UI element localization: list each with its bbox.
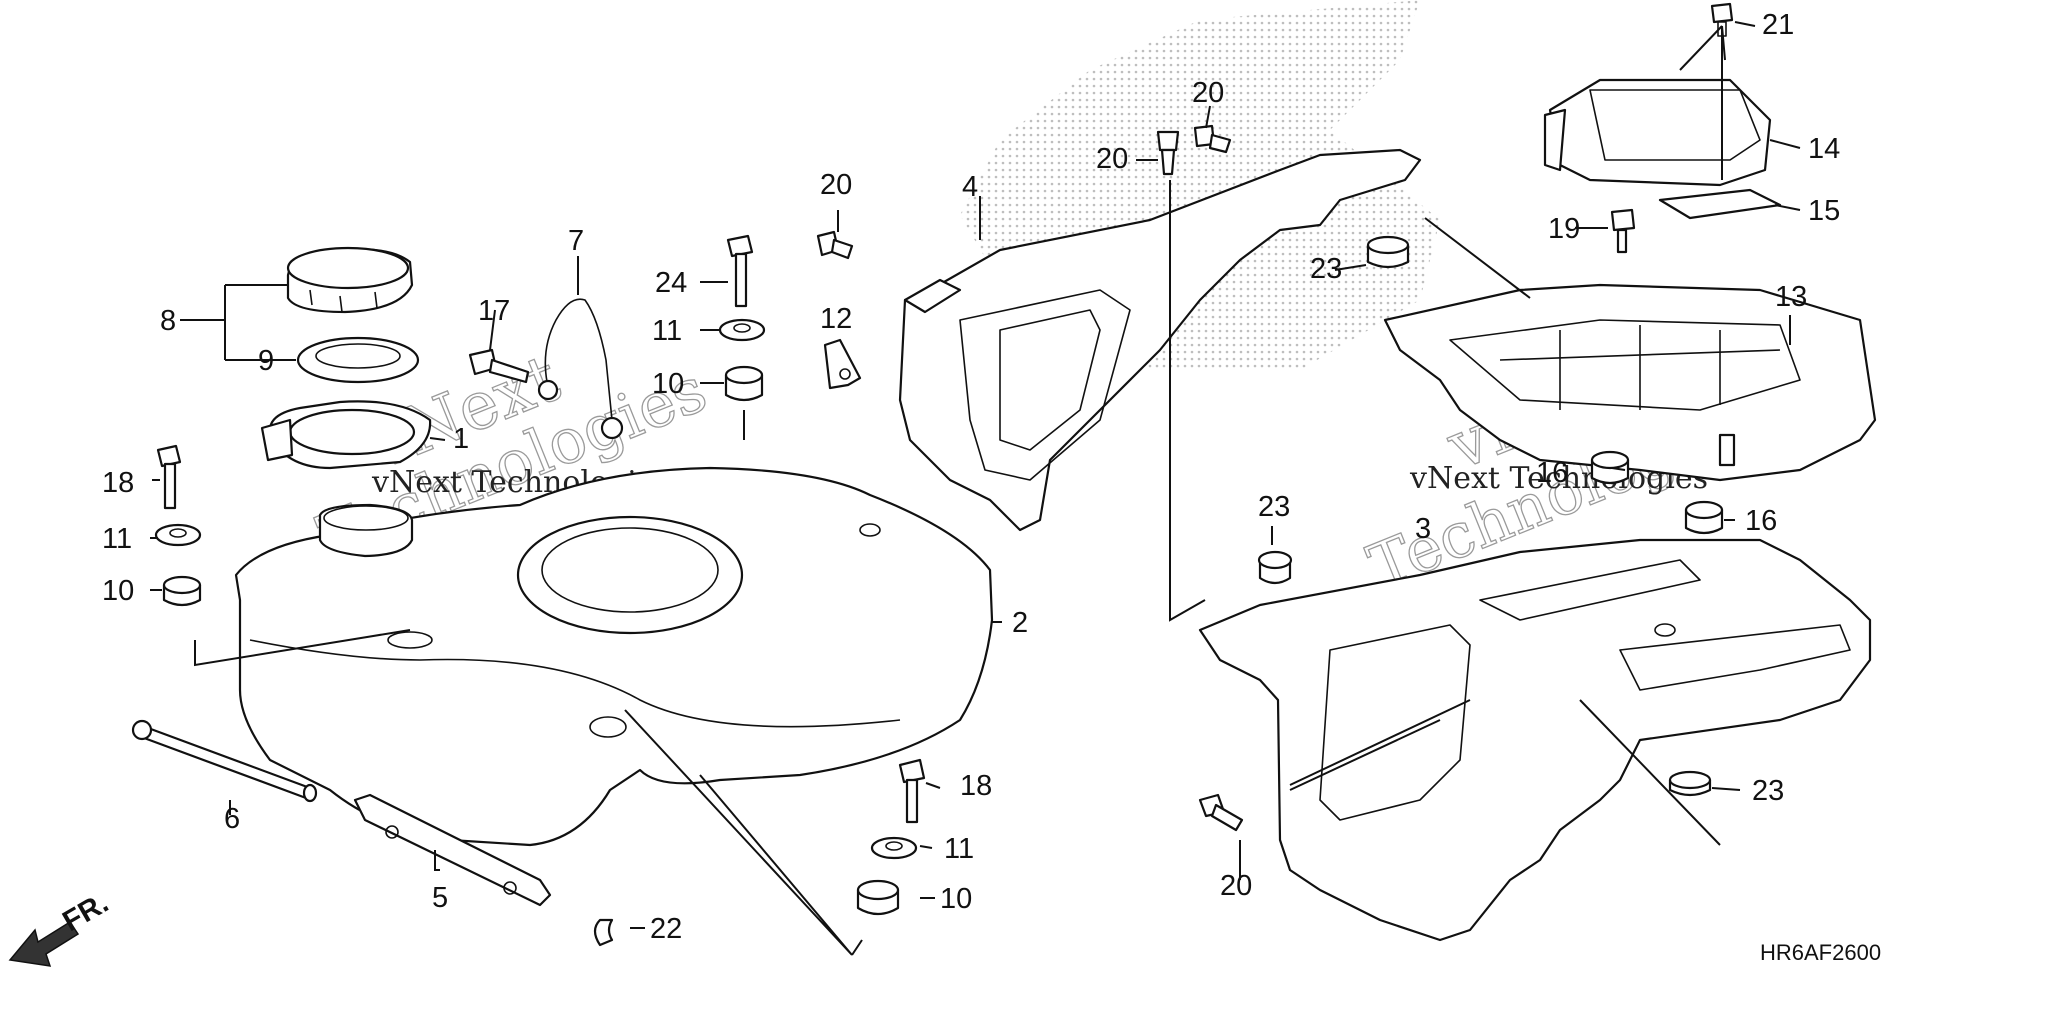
callout-21: 21 — [1762, 9, 1794, 41]
callout-24: 24 — [655, 267, 687, 299]
bracket-4-part — [898, 148, 1422, 532]
callout-22: 22 — [650, 913, 682, 945]
callout-23-middle: 23 — [1258, 491, 1290, 523]
rubber-10-left — [162, 575, 202, 607]
clip-20-top-center — [1156, 130, 1180, 176]
callout-17: 17 — [478, 295, 510, 327]
grommet-23-top — [1366, 235, 1410, 269]
bolt-19-part — [1610, 208, 1636, 254]
callout-23-right: 23 — [1752, 775, 1784, 807]
callout-20-left: 20 — [820, 169, 852, 201]
bolt-18-left — [156, 444, 182, 510]
washer-11-left — [154, 523, 202, 547]
callout-6: 6 — [224, 803, 240, 835]
callout-3: 3 — [1415, 513, 1431, 545]
callout-11-top: 11 — [652, 315, 682, 347]
callout-15: 15 — [1808, 195, 1840, 227]
callout-10-bottom: 10 — [940, 883, 972, 915]
callout-13: 13 — [1775, 281, 1807, 313]
callout-20-center: 20 — [1096, 143, 1128, 175]
callout-18-bottom: 18 — [960, 770, 992, 802]
leader-lines — [150, 21, 1801, 956]
callout-16-upper: 16 — [1536, 457, 1568, 489]
callout-labels: 1 2 3 4 5 6 7 8 9 10 10 10 11 11 11 12 1… — [102, 9, 1840, 945]
ground-strap-part — [537, 298, 624, 440]
fuel-cap-part — [286, 246, 414, 314]
callout-9: 9 — [258, 345, 274, 377]
grommet-23-middle — [1257, 550, 1293, 585]
grommet-23-right — [1668, 770, 1712, 797]
washer-11-top — [718, 318, 766, 342]
callout-11-left: 11 — [102, 523, 132, 555]
bolt-18-bottom — [898, 758, 926, 824]
callout-20-top: 20 — [1192, 77, 1224, 109]
fuel-tank-part — [234, 466, 994, 847]
callout-16-lower: 16 — [1745, 505, 1777, 537]
clip-20-top-left — [816, 230, 854, 260]
rubber-10-top — [724, 365, 764, 402]
clip-22-part — [593, 918, 614, 947]
bracket-12-part — [823, 338, 862, 390]
callout-5: 5 — [432, 882, 448, 914]
rod-part — [131, 719, 318, 803]
callout-8: 8 — [160, 305, 176, 337]
clip-20-top-right — [1193, 124, 1232, 154]
rubber-16-upper — [1590, 450, 1630, 485]
ecu-14-part — [1543, 78, 1772, 187]
diagram-code: HR6AF2600 — [1760, 940, 1881, 965]
callout-10-top: 10 — [652, 368, 684, 400]
callout-23-top: 23 — [1310, 253, 1342, 285]
clip-20-bottom — [1198, 793, 1244, 832]
filler-ring-part — [260, 400, 432, 470]
rubber-10-bottom — [856, 879, 900, 916]
callout-4: 4 — [962, 171, 978, 203]
callout-19: 19 — [1548, 213, 1580, 245]
callout-10-left: 10 — [102, 575, 134, 607]
callout-14: 14 — [1808, 133, 1840, 165]
gasket-part — [296, 336, 420, 384]
cover-3-part — [1198, 538, 1872, 942]
rubber-16-lower — [1684, 500, 1724, 535]
callout-12: 12 — [820, 303, 852, 335]
callout-11-bottom: 11 — [944, 833, 974, 865]
callout-1: 1 — [453, 423, 469, 455]
bracket-5-part — [353, 793, 552, 907]
bolt-24 — [726, 234, 754, 308]
callout-2: 2 — [1012, 607, 1028, 639]
callout-7: 7 — [568, 225, 584, 257]
callout-18-left: 18 — [102, 467, 134, 499]
front-direction-arrow: FR. — [8, 887, 114, 967]
washer-11-bottom — [870, 836, 918, 860]
bolt-17-part — [468, 348, 530, 384]
battery-box-13-part — [1383, 283, 1877, 482]
plate-15-part — [1658, 188, 1782, 220]
callout-20-bottom: 20 — [1220, 870, 1252, 902]
